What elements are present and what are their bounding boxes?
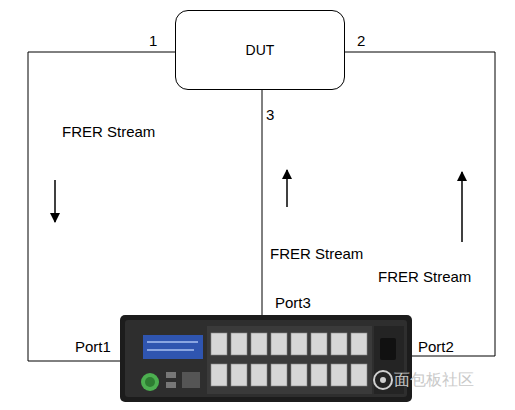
watermark-logo [374,371,392,389]
port-label: Port1 [75,338,111,355]
port-number: 2 [357,32,365,49]
tester-device [120,315,412,402]
flow-arrow [461,172,463,242]
connection-wire [262,90,263,315]
device-under-test: DUT [175,10,345,90]
stream-label: FRER Stream [378,268,471,285]
port-label: Port2 [418,338,454,355]
stream-label: FRER Stream [270,245,363,262]
connection-wire [345,52,495,356]
flow-arrow [286,170,288,207]
port-label: Port3 [275,294,311,311]
connection-wire [28,52,175,361]
flow-arrow [54,180,56,222]
test-equipment: Port3Port1Port2 [120,315,412,402]
node-title: DUT [246,42,275,59]
port-number: 1 [149,32,157,49]
port-number: 3 [266,106,274,123]
watermark: 面包板社区 [394,371,474,388]
stream-label: FRER Stream [62,123,155,140]
